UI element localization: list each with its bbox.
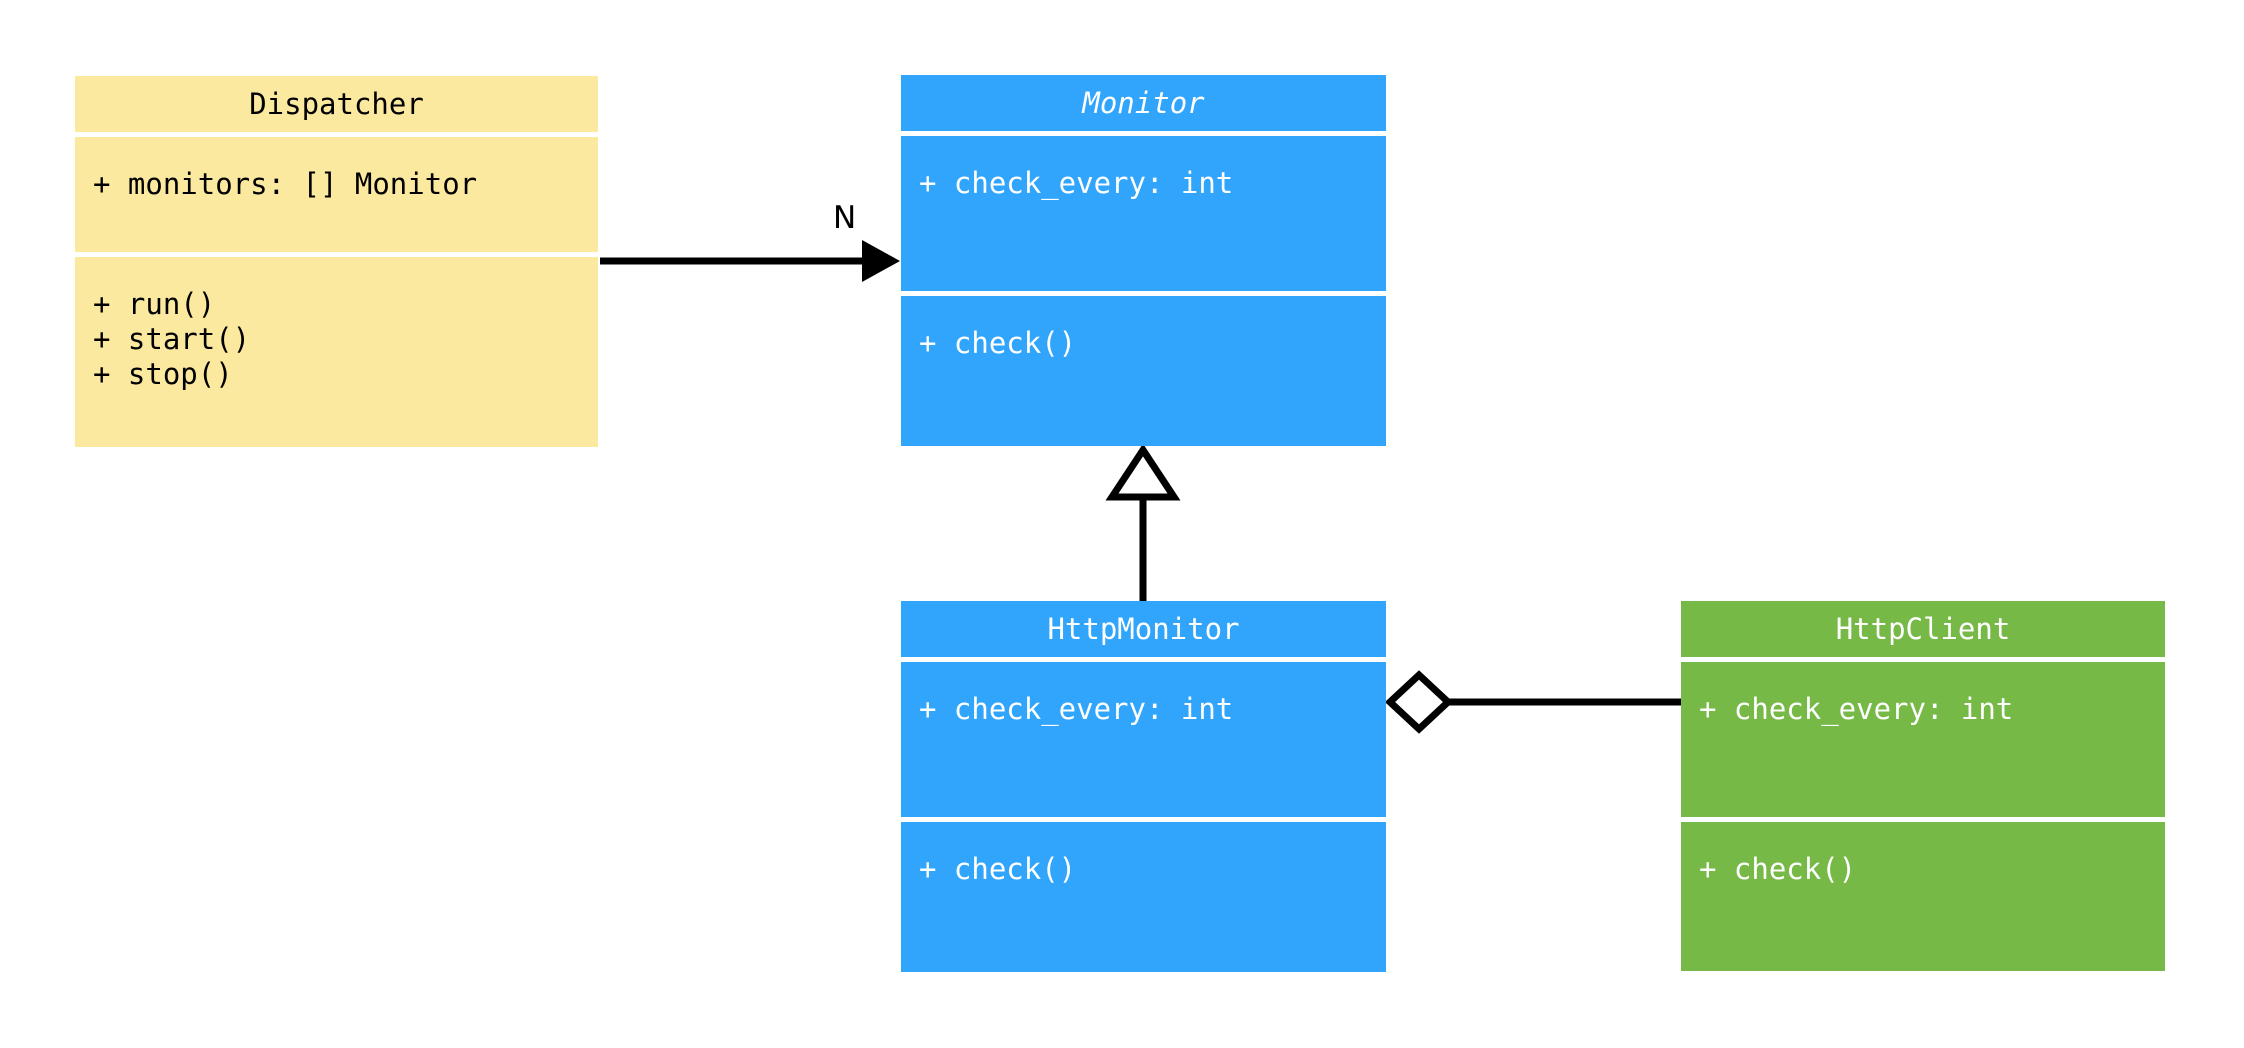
class-attributes-monitor: + check_every: int — [901, 136, 1386, 291]
class-name-http-monitor: HttpMonitor — [1047, 612, 1240, 646]
generalization-httpmonitor-monitor — [1105, 443, 1181, 601]
class-header-http-client: HttpClient — [1681, 601, 2165, 657]
class-attributes-dispatcher: + monitors: [] Monitor — [75, 137, 598, 252]
class-name-monitor: Monitor — [1082, 86, 1205, 120]
class-methods-http-monitor: + check() — [901, 822, 1386, 972]
class-methods-http-client: + check() — [1681, 822, 2165, 971]
method-row: + run() — [93, 287, 216, 321]
class-methods-dispatcher: + run() + start() + stop() — [75, 257, 598, 447]
class-header-dispatcher: Dispatcher — [75, 76, 598, 132]
association-multiplicity-label: N — [833, 200, 857, 236]
uml-class-http-monitor[interactable]: HttpMonitor + check_every: int + check() — [901, 601, 1386, 972]
uml-class-dispatcher[interactable]: Dispatcher + monitors: [] Monitor + run(… — [75, 76, 598, 447]
method-row: + check() — [1699, 852, 1857, 886]
method-row: + check() — [919, 326, 1077, 360]
uml-class-http-client[interactable]: HttpClient + check_every: int + check() — [1681, 601, 2165, 971]
class-attributes-http-client: + check_every: int — [1681, 662, 2165, 817]
method-row: + stop() — [93, 357, 233, 391]
class-name-http-client: HttpClient — [1835, 612, 2011, 646]
class-methods-monitor: + check() — [901, 296, 1386, 446]
attribute-row: + monitors: [] Monitor — [93, 167, 478, 201]
class-attributes-http-monitor: + check_every: int — [901, 662, 1386, 817]
aggregation-httpmonitor-httpclient — [1384, 670, 1681, 734]
method-row: + check() — [919, 852, 1077, 886]
uml-class-monitor[interactable]: Monitor + check_every: int + check() — [901, 75, 1386, 446]
class-header-http-monitor: HttpMonitor — [901, 601, 1386, 657]
attribute-row: + check_every: int — [919, 166, 1234, 200]
class-name-dispatcher: Dispatcher — [249, 87, 424, 121]
association-dispatcher-monitor — [600, 240, 900, 282]
method-row: + start() — [93, 322, 251, 356]
attribute-row: + check_every: int — [919, 692, 1234, 726]
class-header-monitor: Monitor — [901, 75, 1386, 131]
attribute-row: + check_every: int — [1699, 692, 2014, 726]
